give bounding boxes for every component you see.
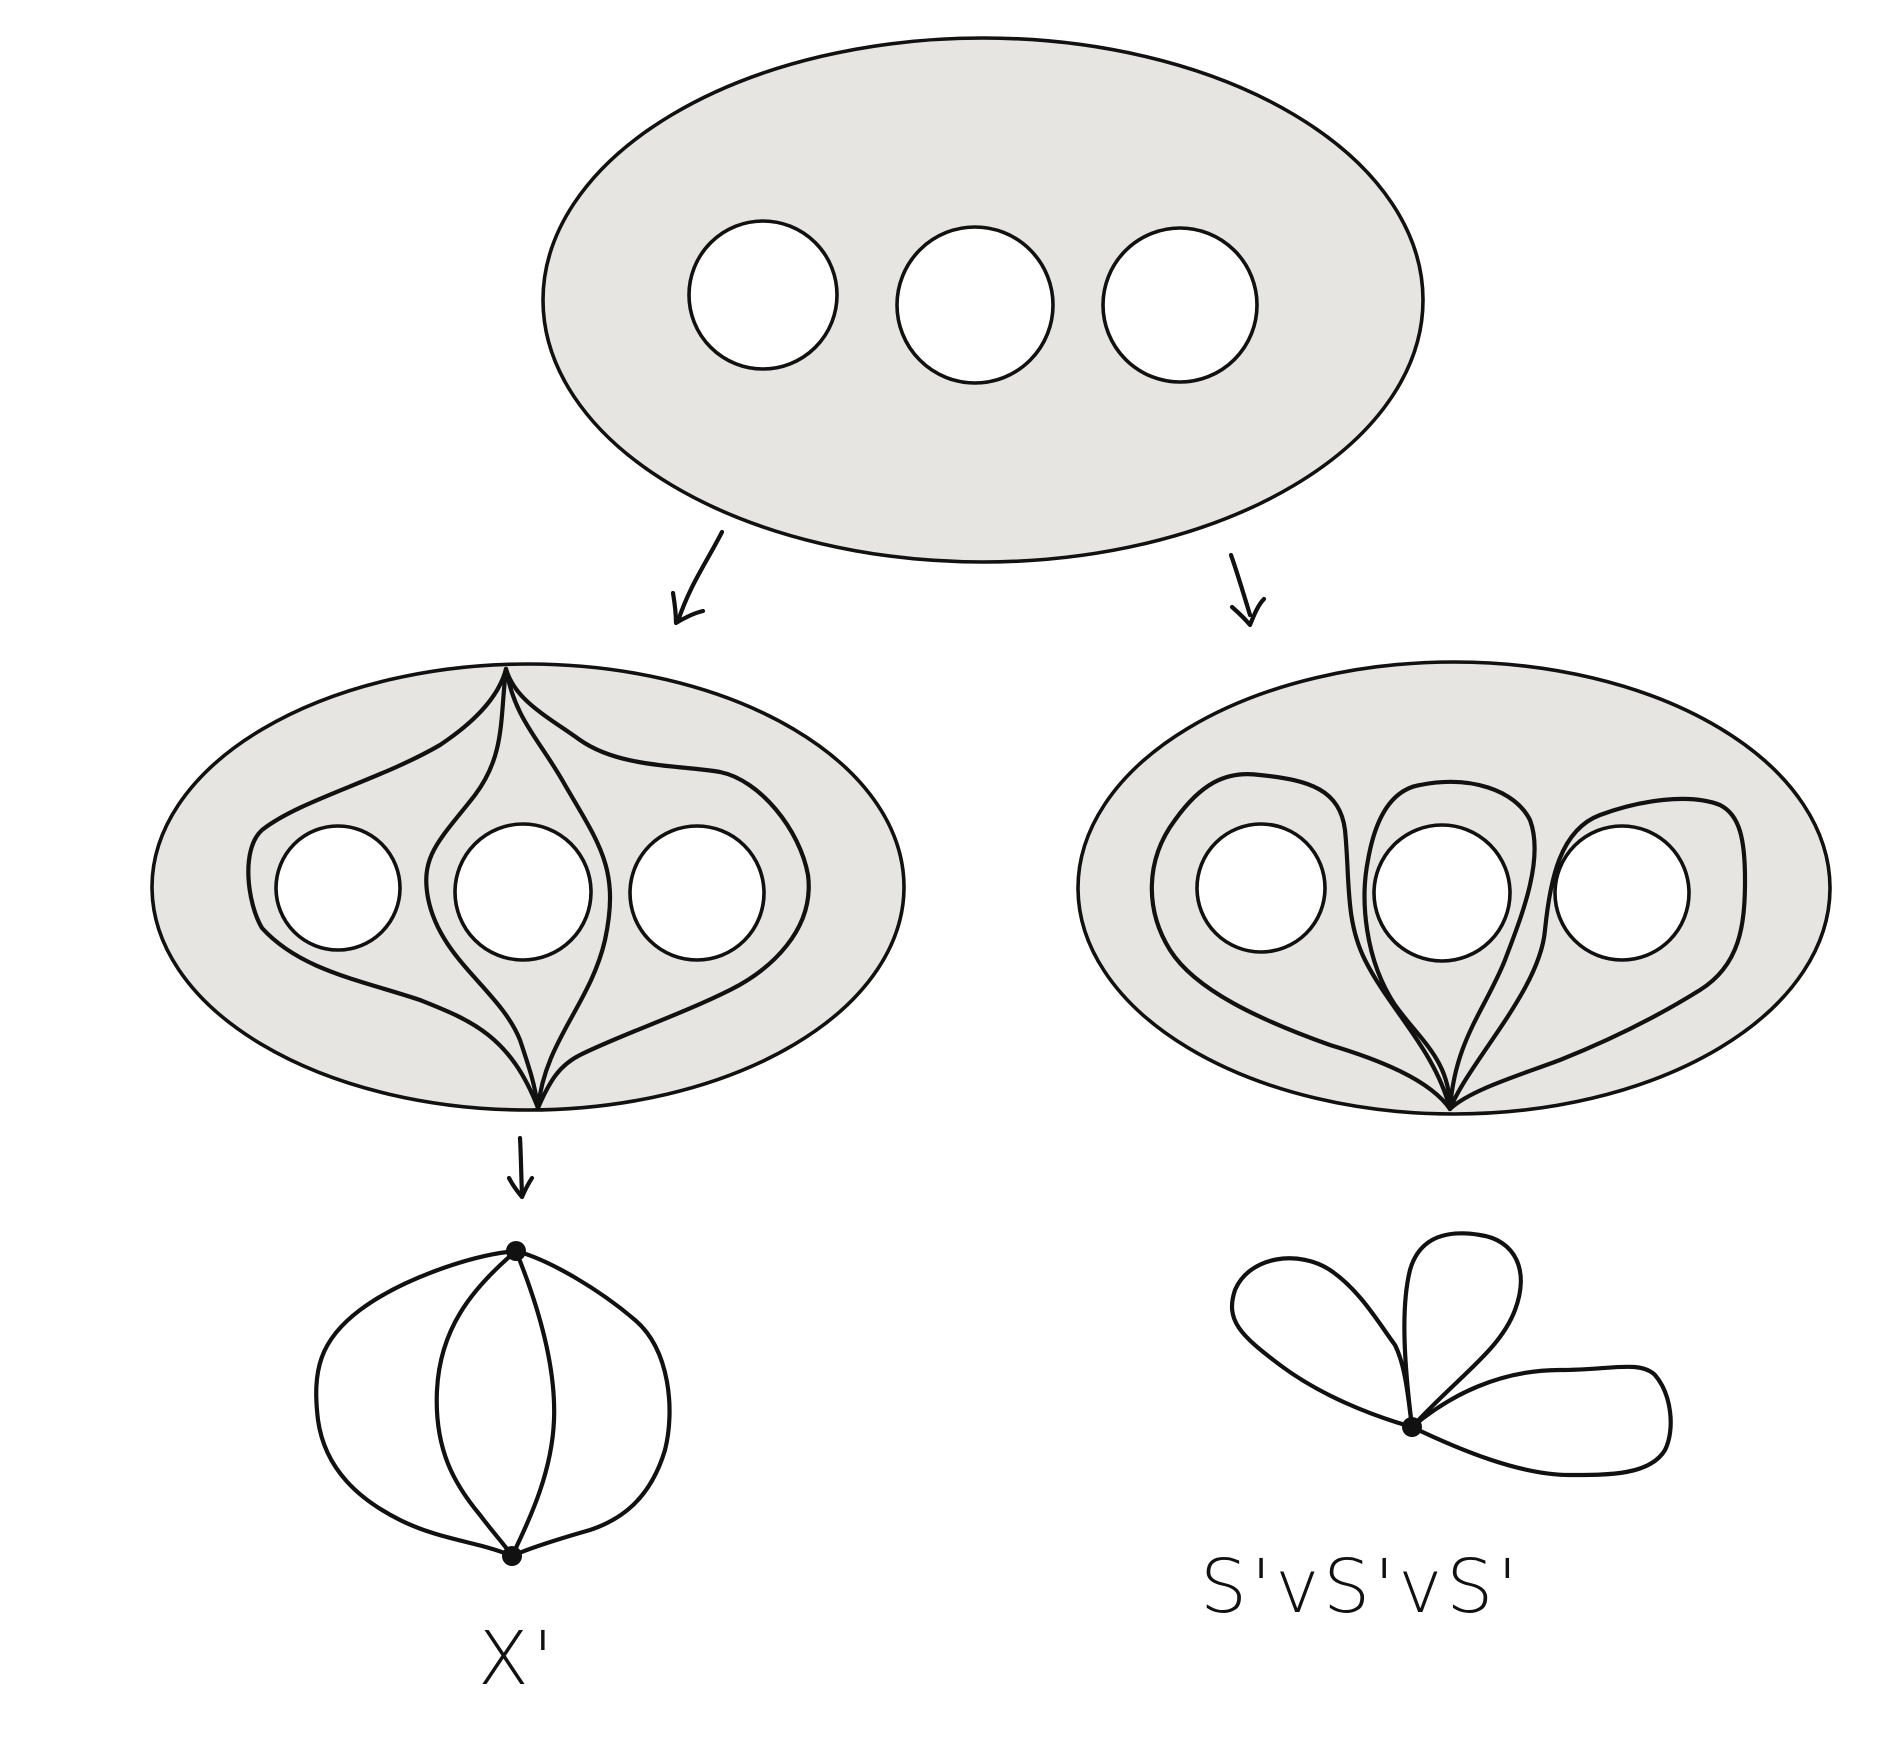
loop-right [1447,796,1748,1112]
middle-left-surface [150,662,906,1112]
theta-graph [314,1241,672,1566]
middle-left-hole-1 [274,824,402,952]
label-wedge-graph: X' [478,1616,557,1702]
middle-right-hole-3 [1553,824,1691,962]
arrow-down-to-graph [506,1135,535,1200]
theta-edge-inner-right [509,1248,557,1559]
bouquet-loop-left [1229,1256,1415,1430]
top-surface [541,36,1425,564]
middle-left-hole-3 [628,824,766,962]
middle-right-hole-1 [1195,822,1327,954]
theta-edge-outer-left [314,1248,519,1559]
top-hole-left [687,219,839,371]
top-hole-right [1101,226,1259,384]
middle-right-surface [1076,660,1832,1116]
arrow-to-left [670,529,725,626]
top-hole-middle [895,225,1055,385]
bouquet-vertex [1402,1417,1422,1437]
theta-vertex-bottom [502,1546,522,1566]
loop-left [1149,772,1453,1112]
middle-left-hole-2 [453,822,593,962]
theta-edge-inner-left [434,1248,519,1559]
arrow-to-right [1228,552,1267,628]
theta-edge-outer-right [509,1248,672,1559]
spine-inner-right [503,666,613,1111]
bouquet-graph [1229,1231,1673,1478]
spine-outer-right [503,666,811,1111]
theta-vertex-top [506,1241,526,1261]
bouquet-loop-top [1402,1231,1523,1430]
label-wedge-of-circles: S'vS'vS' [1200,1544,1522,1630]
middle-right-hole-2 [1372,823,1512,963]
bouquet-loop-right [1409,1364,1673,1478]
spine-outer-left [246,666,541,1111]
spine-inner-left [424,666,541,1111]
loop-middle [1362,779,1537,1112]
